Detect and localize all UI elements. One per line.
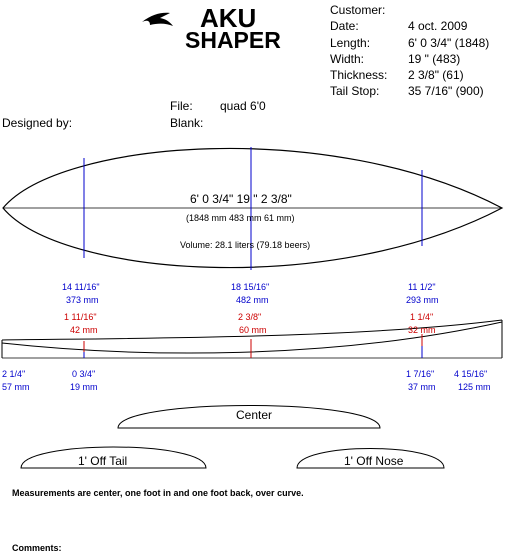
tail-foot-rocker-in: 0 3/4": [72, 369, 96, 379]
tail-width-mm: 373 mm: [66, 295, 99, 305]
blank-label: Blank:: [170, 116, 204, 130]
board-volume: Volume: 28.1 liters (79.18 beers): [180, 240, 311, 250]
tail-width-in: 14 11/16": [62, 282, 100, 292]
nose-thickness-mm: 32 mm: [408, 325, 436, 335]
nose-foot-rocker-mm: 37 mm: [408, 382, 436, 392]
nose-width-mm: 293 mm: [406, 295, 439, 305]
tail-thickness-mm: 42 mm: [70, 325, 98, 335]
off-nose-section-label: 1' Off Nose: [344, 454, 404, 468]
logo-line2: SHAPER: [185, 27, 281, 53]
nose-foot-rocker-in: 1 7/16": [406, 369, 435, 379]
center-section-shape: [117, 405, 381, 429]
length-value: 6' 0 3/4" (1848): [408, 36, 490, 50]
width-label: Width:: [330, 52, 365, 66]
center-width-mm: 482 mm: [236, 295, 269, 305]
nose-end-rocker-in: 4 15/16": [454, 369, 488, 379]
nose-thickness-in: 1 1/4": [410, 312, 434, 322]
nose-width-in: 11 1/2": [408, 282, 436, 292]
bird-logo-icon: [142, 12, 173, 26]
designed-by-label: Designed by:: [2, 116, 73, 130]
file-label: File:: [170, 99, 193, 113]
off-tail-section-label: 1' Off Tail: [78, 454, 128, 468]
center-width-in: 18 15/16": [231, 282, 270, 292]
board-dims-main: 6' 0 3/4" 19 " 2 3/8": [190, 192, 292, 206]
board-profile-bottom: [1, 321, 503, 354]
thickness-value: 2 3/8" (61): [408, 68, 464, 82]
tail-thickness-in: 1 11/16": [64, 312, 97, 322]
width-value: 19 " (483): [408, 52, 461, 66]
board-profile-top: [1, 319, 503, 341]
nose-end-rocker-mm: 125 mm: [458, 382, 491, 392]
center-thickness-mm: 60 mm: [239, 325, 267, 335]
measurements-note: Measurements are center, one foot in and…: [12, 488, 304, 498]
date-value: 4 oct. 2009: [408, 19, 468, 33]
tail-foot-rocker-mm: 19 mm: [70, 382, 98, 392]
center-section-label: Center: [236, 408, 273, 422]
length-label: Length:: [330, 36, 371, 50]
board-dims-mm: (1848 mm 483 mm 61 mm): [186, 213, 295, 223]
tailstop-label: Tail Stop:: [330, 84, 380, 98]
off-tail-section-shape: [20, 446, 207, 469]
file-value: quad 6'0: [220, 99, 266, 113]
tail-end-rocker-mm: 57 mm: [2, 382, 30, 392]
tailstop-value: 35 7/16" (900): [408, 84, 484, 98]
customer-label: Customer:: [330, 3, 386, 17]
tail-end-rocker-in: 2 1/4": [2, 369, 26, 379]
center-thickness-in: 2 3/8": [238, 312, 262, 322]
off-nose-section-shape: [296, 448, 445, 469]
thickness-label: Thickness:: [330, 68, 388, 82]
logo-line1: AKU: [200, 3, 257, 33]
comments-label: Comments:: [12, 543, 62, 553]
date-label: Date:: [330, 19, 359, 33]
